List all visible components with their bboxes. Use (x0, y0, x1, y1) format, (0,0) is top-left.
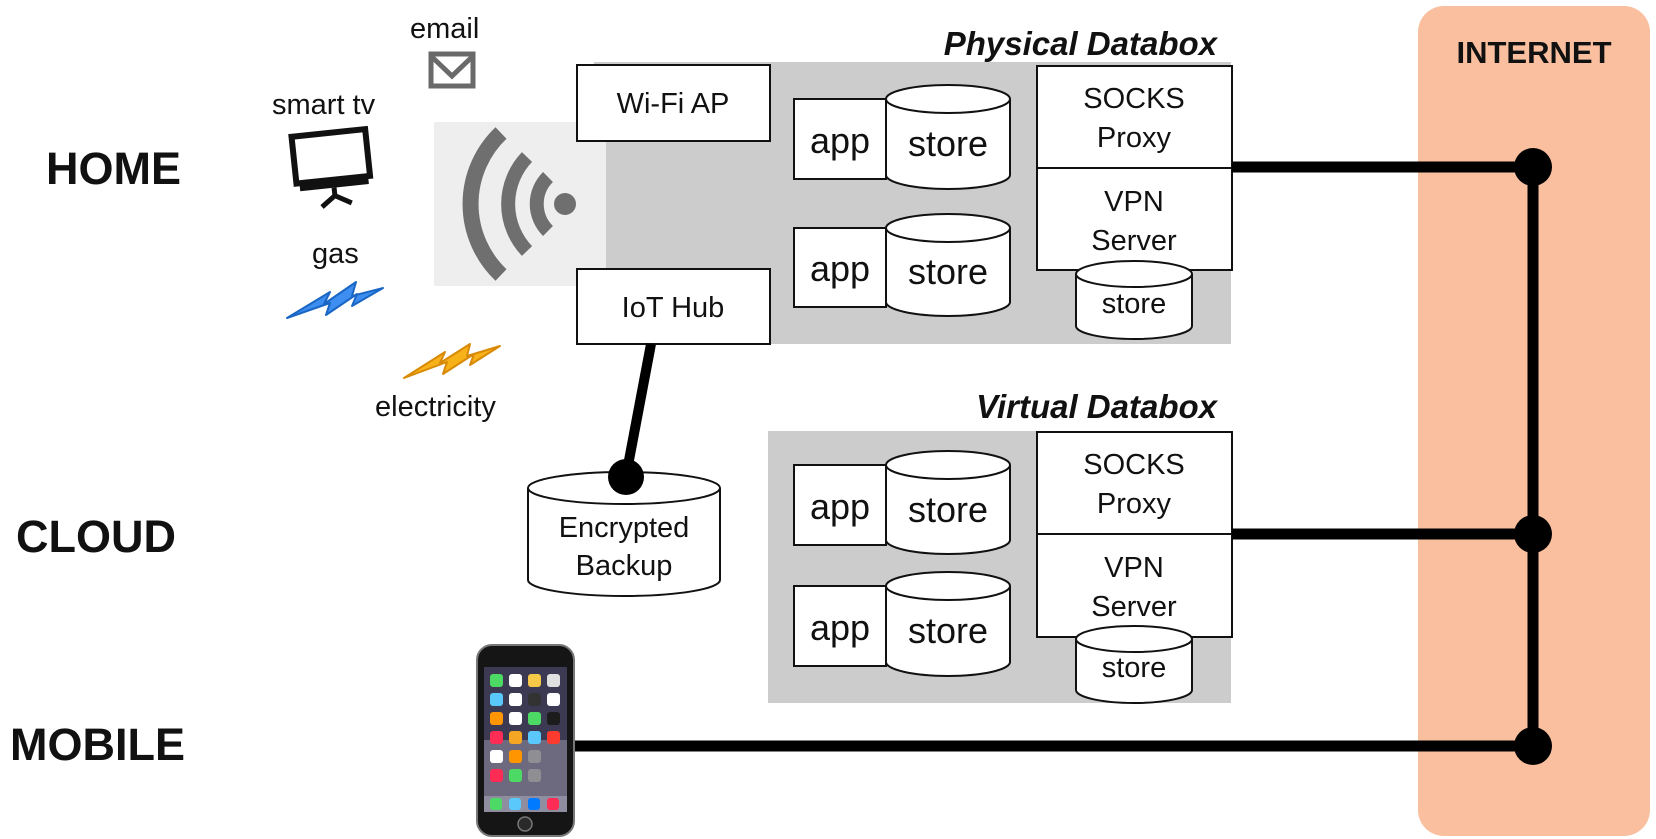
gas-bolt-icon (286, 281, 384, 319)
app-label: app (810, 248, 870, 289)
virtual-server-label: Server (1091, 591, 1177, 623)
app-label: app (810, 486, 870, 527)
electricity-label: electricity (375, 391, 496, 423)
virtual-app-store-2: app store (793, 571, 1011, 677)
virtual-socks-label: SOCKS (1083, 449, 1185, 481)
store-cylinder (885, 228, 1011, 317)
store-label: store (908, 610, 988, 651)
row-label-cloud: CLOUD (16, 511, 176, 562)
email-label: email (410, 13, 479, 45)
physical-app-store-1: app store (793, 84, 1011, 190)
virtual-vpn-label: VPN (1104, 552, 1164, 584)
encrypted-backup-cylinder: Encrypted Backup (527, 471, 721, 597)
virtual-databox-title: Virtual Databox (976, 388, 1218, 425)
physical-socks-label: SOCKS (1083, 83, 1185, 115)
mobile-junction-dot (1514, 727, 1552, 765)
physical-databox-title: Physical Databox (944, 25, 1219, 62)
backup-label-line2: Backup (576, 550, 673, 582)
virtual-socks-proxy-box (1036, 431, 1233, 535)
home-junction-dot (1514, 148, 1552, 186)
backup-link-line (621, 343, 656, 477)
smart-tv-icon (288, 125, 374, 209)
physical-vpn-server-box (1036, 167, 1233, 271)
physical-server-label: Server (1091, 225, 1177, 257)
iot-hub-box (576, 268, 771, 345)
virtual-vpn-store-label: store (1102, 652, 1166, 684)
virtual-vpn-server-box (1036, 533, 1233, 638)
physical-vpn-store-cylinder: store (1075, 260, 1193, 340)
wifi-ap-box (576, 64, 771, 142)
internet-label: INTERNET (1457, 35, 1612, 70)
gas-label: gas (312, 238, 359, 270)
store-label: store (908, 489, 988, 530)
physical-vpn-label: VPN (1104, 186, 1164, 218)
smartphone-icon (476, 644, 575, 837)
row-label-mobile: MOBILE (10, 719, 185, 770)
wifi-ap-label: Wi-Fi AP (617, 88, 730, 120)
backup-connector-dot (608, 459, 644, 495)
app-box (793, 464, 887, 546)
backup-label-line1: Encrypted (559, 512, 690, 544)
virtual-vpn-store-cylinder: store (1075, 625, 1193, 704)
electricity-bolt-icon (403, 343, 501, 379)
physical-app-store-2: app store (793, 213, 1011, 317)
virtual-app-store-1: app store (793, 450, 1011, 555)
store-label: store (908, 251, 988, 292)
row-label-home: HOME (46, 143, 181, 194)
wifi-icon (434, 122, 606, 286)
smart-tv-label: smart tv (272, 89, 376, 121)
cloud-junction-dot (1514, 515, 1552, 553)
virtual-proxy-label: Proxy (1097, 488, 1172, 520)
physical-proxy-label: Proxy (1097, 122, 1172, 154)
app-label: app (810, 120, 870, 161)
envelope-icon (428, 51, 476, 89)
app-box (793, 585, 887, 667)
store-cylinder (885, 99, 1011, 190)
physical-vpn-store-label: store (1102, 288, 1166, 320)
store-cylinder (885, 465, 1011, 555)
store-cylinder (885, 586, 1011, 677)
app-label: app (810, 607, 870, 648)
store-label: store (908, 123, 988, 164)
iot-hub-label: IoT Hub (622, 292, 725, 324)
